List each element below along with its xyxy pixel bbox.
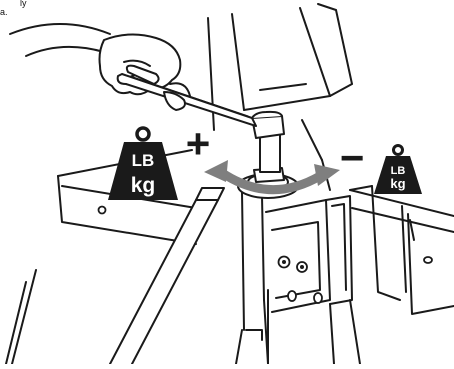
decrease-sign: −: [340, 134, 365, 181]
hole-3: [288, 291, 296, 301]
weight-icon: LB kg: [374, 146, 422, 195]
cropped-instruction-text-end: a.: [0, 7, 8, 17]
hole-4: [314, 293, 322, 303]
weight-top-label: LB: [132, 151, 155, 170]
weight-bottom-label: kg: [131, 174, 156, 197]
hole-left: [99, 207, 106, 214]
weight-icon: LB kg: [108, 128, 178, 200]
hand-with-wrench: [10, 24, 256, 126]
wrench-icon: [118, 66, 256, 126]
cropped-instruction-text: ly: [20, 0, 27, 8]
weight-bottom-label: kg: [390, 176, 405, 191]
hole-right: [424, 257, 432, 263]
increase-sign: +: [186, 120, 211, 167]
